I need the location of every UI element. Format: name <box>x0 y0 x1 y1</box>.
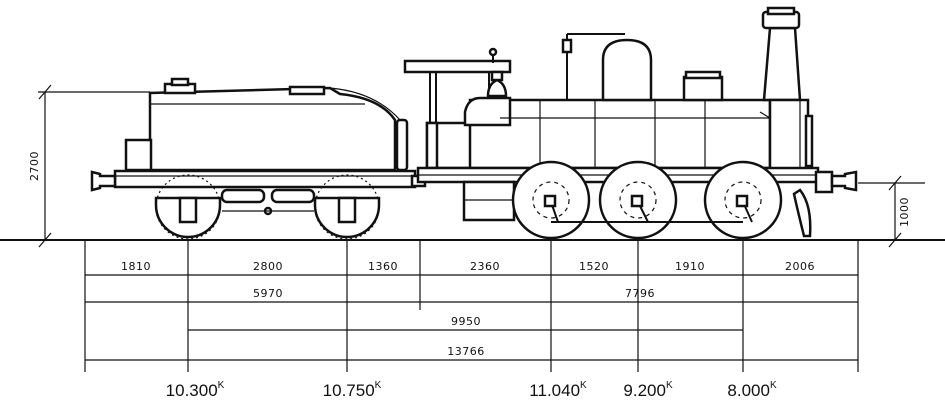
dimension-row-2: 5970 7796 <box>85 287 858 303</box>
dimension-row-4: 13766 <box>85 345 858 361</box>
driving-wheel-1 <box>511 160 591 240</box>
axle-weight-1: 10.300K <box>166 380 225 400</box>
dim-1360: 1360 <box>368 260 398 273</box>
dim-9950: 9950 <box>451 315 481 328</box>
driving-wheel-3 <box>703 160 783 240</box>
dimension-row-3: 9950 <box>188 315 743 331</box>
tender <box>90 77 427 240</box>
tender-wheel-rear <box>154 174 222 240</box>
dim-1810: 1810 <box>121 260 151 273</box>
locomotive <box>403 6 858 240</box>
dim-5970: 5970 <box>253 287 283 300</box>
axle-weight-3: 11.040K <box>529 380 587 400</box>
dim-2360: 2360 <box>470 260 500 273</box>
dim-7796: 7796 <box>625 287 655 300</box>
axle-weight-4: 9.200K <box>623 380 673 400</box>
driving-wheel-2 <box>598 160 678 240</box>
height-dimension-left: 2700 <box>28 84 150 248</box>
dimension-row-1: 1810 2800 1360 2360 1520 1910 2006 <box>85 260 858 276</box>
height-2700-label: 2700 <box>28 151 41 181</box>
dim-1910: 1910 <box>675 260 705 273</box>
dim-2800: 2800 <box>253 260 283 273</box>
height-1000-label: 1000 <box>898 197 911 227</box>
tender-wheel-front <box>313 174 381 240</box>
dim-13766: 13766 <box>447 345 485 358</box>
dim-1520: 1520 <box>579 260 609 273</box>
height-dimension-right: 1000 <box>858 175 925 248</box>
axle-weight-5: 8.000K <box>727 380 777 400</box>
axle-weights: 10.300K 10.750K 11.040K 9.200K 8.000K <box>166 380 777 400</box>
axle-weight-2: 10.750K <box>323 380 382 400</box>
dim-2006: 2006 <box>785 260 815 273</box>
